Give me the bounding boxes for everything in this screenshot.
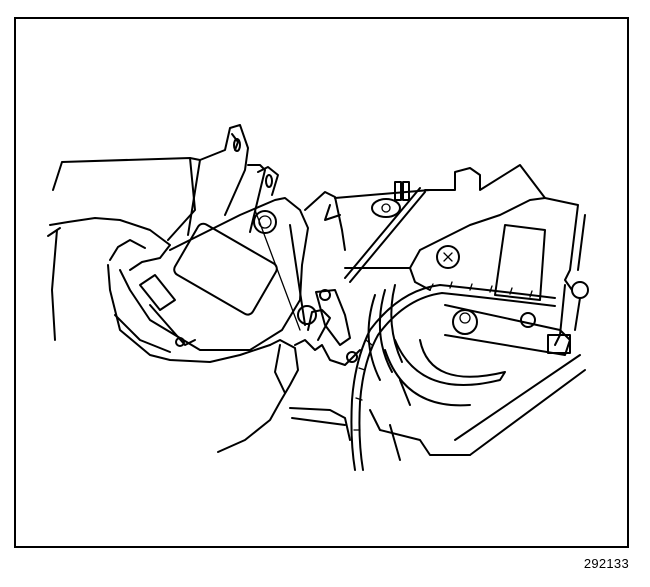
hand [47,217,299,453]
wiring-harness [350,281,556,471]
housing-block [52,124,279,241]
actuator [119,197,309,351]
lever-arm [444,304,571,356]
blower-wheel [367,284,506,407]
right-module [344,164,589,346]
figure-frame [14,17,629,548]
figure-number: 292133 [583,556,629,571]
lower-housing [289,354,586,461]
linkage [295,182,431,366]
